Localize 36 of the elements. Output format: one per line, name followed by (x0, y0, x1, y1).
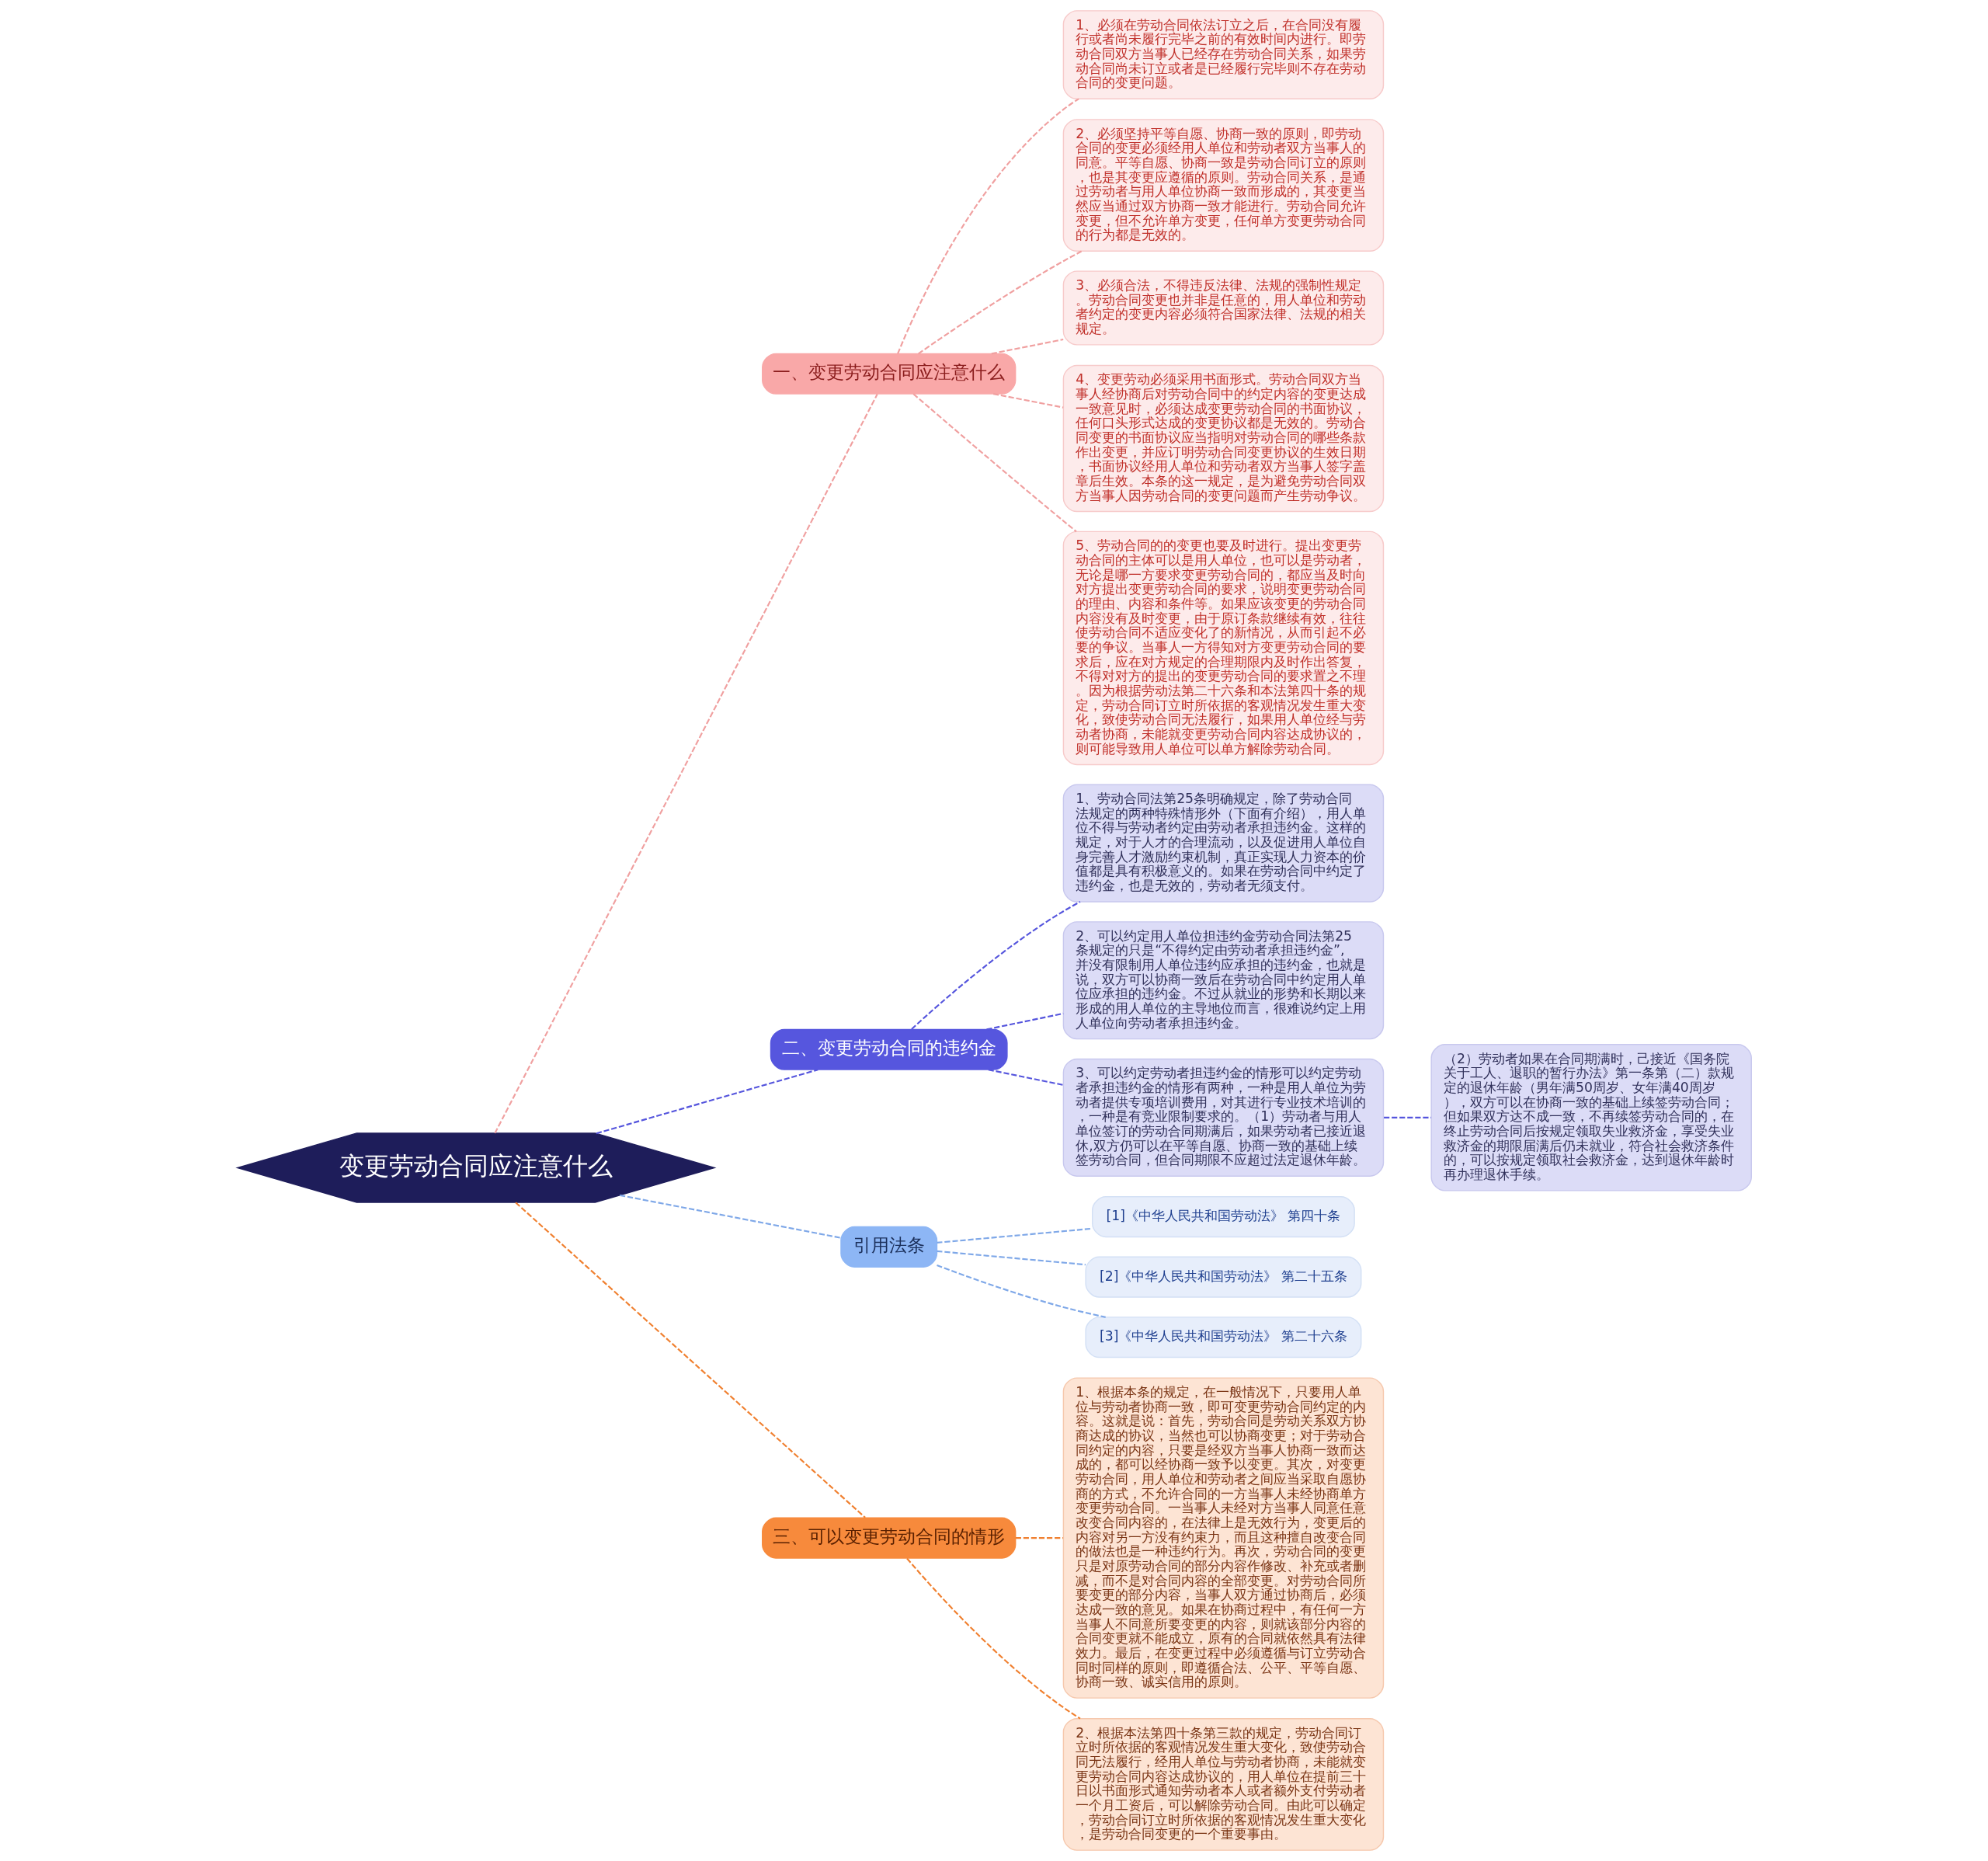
node-box: 3、可以约定劳动者担违约金的情形可以约定劳动者承担违约金的情形有两种，一种是用人单位为劳动者提供专项培训费用，对其进行专业技术培训的，一种是有竞业限制要求的。（1）劳动者与用人单位签订的劳动合同期满后，如果劳动者已接近退休,双方仍可以在平等自愿、协商一致的基础上续签劳动合同，但合同期限不应超过法定退休年龄。 (1062, 1058, 1384, 1177)
node-box: 2、可以约定用人单位担违约金劳动合同法第25条规定的只是“不得约定由劳动者承担违约金”,并没有限制用人单位违约应承担的违约金，也就是说，双方可以协商一致后在劳动合同中约定用人单位应承担的违约金。不过从就业的形势和长期以来形成的用人单位的主导地位而言，很难说约定上用人单位向劳动者承担违约金。 (1062, 921, 1384, 1040)
connector (992, 393, 1063, 409)
node-box: 2、必须坚持平等自愿、协商一致的原则，即劳动合同的变更必须经用人单位和劳动者双方当事人的同意。平等自愿、协商一致是劳动合同订立的原则，也是其变更应遵循的原则。劳动合同关系，是通过劳动者与用人单位协商一致而形成的，其变更当然应当通过双方协商一致才能进行。劳动合同允许变更，但不允许单方变更，任何单方变更劳动合同的行为都是无效的。 (1062, 119, 1384, 252)
node-box: 1、根据本条的规定，在一般情况下，只要用人单位与劳动者协商一致，即可变更劳动合同约定的内容。这就是说：首先，劳动合同是劳动关系双方协商达成的协议，当然也可以协商变更；对于劳动合同约定的内容，只要是经双方当事人协商一致而达成的，都可以经协商一致予以变更。其次，对变更劳动合同，用人单位和劳动者之间应当采取自愿协商的方式，不允许合同的一方当事人未经协商单方变更劳动合同。一当事人未经对方当事人同意任意改变合同内容的，在法律上是无效行为，变更后的内容对另一方没有约束力，而且这种擅自改变合同的做法也是一种违约行为。再次，劳动合同的变更只是对原劳动合同的部分内容作修改、补充或者删减，而不是对合同内容的全部变更。对劳动合同所要变更的部分内容，当事人双方通过协商后，必须达成一致的意见。如果在协商过程中，有任何一方当事人不同意所要变更的内容，则就该部分内容的合同变更就不能成立，原有的合同就依然具有法律效力。最后，在变更过程中必须遵循与订立劳动合同时同样的原则，即遵循合法、公平、平等自愿、协商一致、诚实信用的原则。 (1062, 1377, 1384, 1699)
node-box: 一、变更劳动合同应注意什么 (761, 353, 1016, 395)
connector (936, 1227, 1092, 1244)
connector (985, 1012, 1063, 1031)
node-box: 4、变更劳动必须采用书面形式。劳动合同双方当事人经协商后对劳动合同中的约定内容的变更达成一致意见时，必须达成变更劳动合同的书面协议，任何口头形式达成的变更协议都是无效的。劳动合同变更的书面协议应当指明对劳动合同的哪些条款作出变更，并应订明劳动合同变更协议的生效日期，书面协议经用人单位和劳动者双方当事人签字盖章后生效。本条的这一规定，是为避免劳动合同双方当事人因劳动合同的变更问题而产生劳动争议。 (1062, 364, 1384, 513)
node-box: [2]《中华人民共和国劳动法》 第二十五条 (1084, 1256, 1361, 1298)
connector (596, 1069, 818, 1135)
node-box: （2）劳动者如果在合同期满时，己接近《国务院关于工人、退职的暂行办法》第一条第（二）款规定的退休年龄（男年满50周岁、女年满40周岁），双方可以在协商一致的基础上续签劳动合同；但如果双方达不成一致，不再续签劳动合同的，在终止劳动合同后按规定领取失业救济金，享受失业救济金的期限届满后仍未就业，符合社会救济条件的，可以按规定领取社会救济金，达到退休年龄时再办理退休手续。 (1430, 1044, 1752, 1191)
node-box: 2、根据本法第四十条第三款的规定，劳动合同订立时所依据的客观情况发生重大变化，致使劳动合同无法履行，经用人单位与劳动者协商，未能就变更劳动合同内容达成协议的，用人单位在提前三十日以书面形式通知劳动者本人或者额外支付劳动者一个月工资后，可以解除劳动合同。由此可以确定，劳动合同订立时所依据的客观情况发生重大变化，是劳动合同变更的一个重要事由。 (1062, 1718, 1384, 1851)
connector (619, 1194, 841, 1239)
connector (936, 1250, 1086, 1266)
connector (917, 250, 1082, 355)
connector (1015, 1537, 1063, 1539)
node-box: [3]《中华人民共和国劳动法》 第二十六条 (1084, 1317, 1361, 1358)
node-box: [1]《中华人民共和国劳动法》 第四十条 (1091, 1196, 1355, 1238)
connector (493, 393, 878, 1134)
connector (514, 1202, 866, 1518)
connector (896, 98, 1079, 354)
node-box: 3、必须合法，不得违反法律、法规的强制性规定。劳动合同变更也并非是任意的，用人单位和劳动者约定的变更内容必须符合国家法律、法规的相关规定。 (1062, 270, 1384, 346)
connector (936, 1264, 1106, 1318)
connector (912, 393, 1077, 533)
node-box: 1、必须在劳动合同依法订立之后，在合同没有履行或者尚未履行完毕之前的有效时间内进行。即劳动合同双方当事人已经存在劳动合同关系，如果劳动合同尚未订立或者是已经履行完毕则不存在劳动合同的变更问题。 (1062, 10, 1384, 99)
connector (988, 1069, 1063, 1086)
connector (905, 1557, 1081, 1720)
node-box: 三、可以变更劳动合同的情形 (761, 1517, 1016, 1559)
node-box: 1、劳动合同法第25条明确规定，除了劳动合同法规定的两种特殊情形外（下面有介绍），用人单位不得与劳动者约定由劳动者承担违约金。这样的规定，对于人才的合理流动，以及促进用人单位自身完善人才激励约束机制，真正实现人力资本的价值都是具有积极意义的。如果在劳动合同中约定了违约金，也是无效的，劳动者无须支付。 (1062, 784, 1384, 903)
node-box: 5、劳动合同的的变更也要及时进行。提出变更劳动合同的主体可以是用人单位，也可以是劳动者，无论是哪一方要求变更劳动合同的，都应当及时向对方提出变更劳动合同的要求，说明变更劳动合同的理由、内容和条件等。如果应该变更的劳动合同内容没有及时变更，由于原订条款继续有效，往往使劳动合同不适应变化了的新情况，从而引起不必要的争议。当事人一方得知对方变更劳动合同的要求后，应在对方规定的合理期限内及时作出答复，不得对对方的提出的变更劳动合同的要求置之不理。因为根据劳动法第二十六条和本法第四十条的规定，劳动合同订立时所依据的客观情况发生重大变化，致使劳动合同无法履行，如果用人单位经与劳动者协商，未能就变更劳动合同内容达成协议的，则可能导致用人单位可以单方解除劳动合同。 (1062, 530, 1384, 766)
node-box: 二、变更劳动合同的违约金 (770, 1028, 1008, 1070)
node-box: 引用法条 (839, 1226, 937, 1268)
connector (910, 901, 1080, 1030)
connector (1383, 1116, 1431, 1118)
connector (991, 339, 1063, 355)
